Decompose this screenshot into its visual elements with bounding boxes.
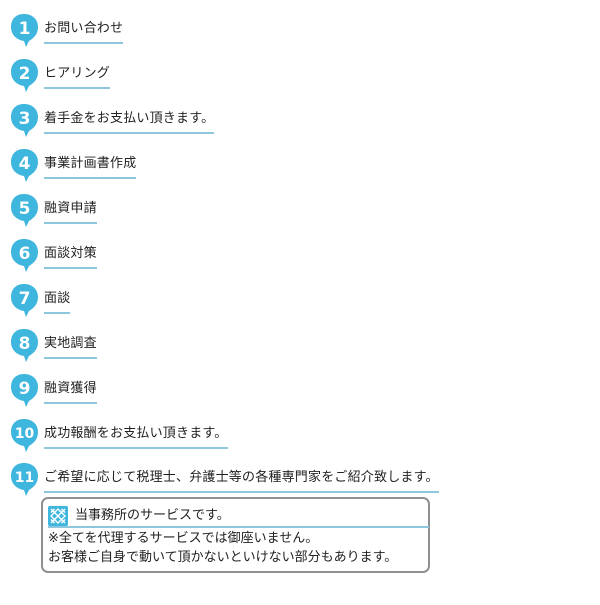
step-number-icon: 6 [11,239,38,272]
note-title: 当事務所のサービスです。 [75,508,230,523]
step-label: ご希望に応じて税理士、弁護士等の各種専門家をご紹介致します。 [44,467,439,493]
step-item-1: 1 お問い合わせ [0,10,600,54]
note-header: 当事務所のサービスです。 [48,506,429,528]
step-number: 3 [19,109,31,129]
note-line-2: お客様ご自身で動いて頂かないといけない部分もあります。 [48,550,398,565]
step-label: 実地調査 [44,333,97,359]
step-item-6: 6 面談対策 [0,235,600,279]
step-item-3: 3 着手金をお支払い頂きます。 [0,100,600,144]
step-number-icon: 5 [11,194,38,227]
step-number: 4 [19,154,31,174]
step-number-icon: 9 [11,374,38,407]
step-item-8: 8 実地調査 [0,325,600,369]
step-label: お問い合わせ [44,18,124,44]
service-note-box: 当事務所のサービスです。 ※全てを代理するサービスでは御座いません。 お客様ご自… [41,497,430,573]
step-label: 事業計画書作成 [44,153,137,179]
step-label: 成功報酬をお支払い頂きます。 [44,423,228,449]
step-item-5: 5 融資申請 [0,190,600,234]
step-label: 融資申請 [44,198,97,224]
step-number: 7 [19,289,31,309]
step-number: 11 [15,470,34,486]
step-item-9: 9 融資獲得 [0,370,600,414]
step-number: 9 [19,379,31,399]
step-number: 8 [19,334,31,354]
step-item-11: 11 ご希望に応じて税理士、弁護士等の各種専門家をご紹介致します。 [0,459,600,503]
step-number-icon: 7 [11,284,38,317]
step-number: 2 [19,64,31,84]
step-item-7: 7 面談 [0,280,600,324]
step-item-4: 4 事業計画書作成 [0,145,600,189]
step-number: 10 [15,426,35,442]
step-number-icon: 8 [11,329,38,362]
step-number-icon: 2 [11,59,38,92]
step-number-icon: 4 [11,149,38,182]
step-item-2: 2 ヒアリング [0,55,600,99]
step-item-10: 10 成功報酬をお支払い頂きます。 [0,415,600,459]
step-number-icon: 1 [11,14,38,47]
note-line-1: ※全てを代理するサービスでは御座いません。 [48,531,319,546]
step-label: 着手金をお支払い頂きます。 [44,108,215,134]
step-label: 面談 [44,288,71,314]
step-label: 融資獲得 [44,378,97,404]
step-number: 6 [19,244,31,264]
step-number: 5 [19,199,31,219]
step-number-icon: 10 [11,419,38,452]
step-number-icon: 11 [11,463,38,496]
lattice-icon [48,506,68,526]
step-number: 1 [19,19,31,39]
step-label: ヒアリング [44,63,111,89]
step-label: 面談対策 [44,243,97,269]
step-number-icon: 3 [11,104,38,137]
